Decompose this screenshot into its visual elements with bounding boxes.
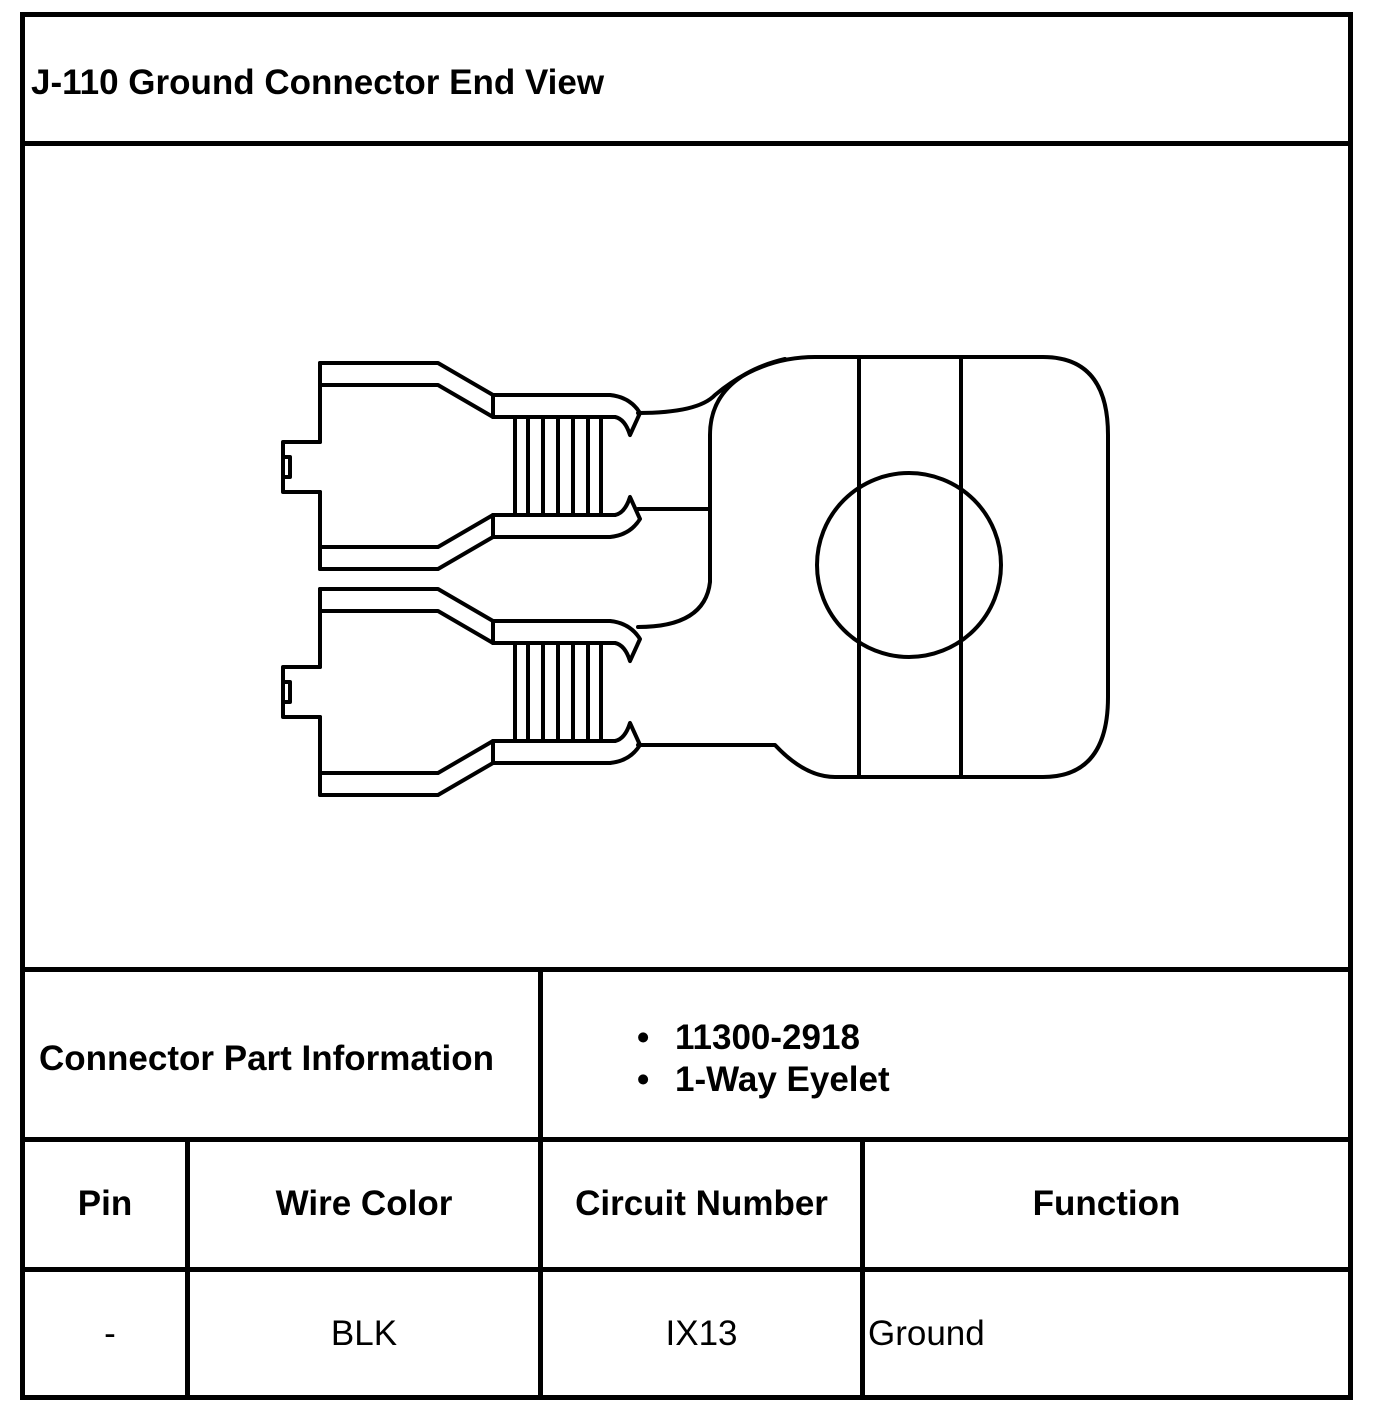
part-number-value: 11300-2918 [675,1018,860,1057]
connector-end-view-drawing [281,355,1110,797]
upper-crimp-barrel [281,361,642,571]
column-divider-pin [185,1137,190,1395]
connector-part-info-label: Connector Part Information [39,1039,495,1078]
header-circuit-number: Circuit Number [575,1184,828,1223]
part-number-item: • 11300-2918 [637,1017,890,1059]
connector-sheet: J-110 Ground Connector End View [20,12,1353,1400]
eyelet-inner-wall [636,357,787,511]
connector-type-item: • 1-Way Eyelet [637,1059,890,1101]
header-function: Function [1032,1184,1181,1223]
cell-function: Ground [868,1313,985,1353]
column-divider-circuit [860,1137,865,1395]
divider-table-header [25,1267,1348,1272]
cell-pin: - [104,1313,116,1353]
column-divider-mid [538,967,543,1395]
page-title: J-110 Ground Connector End View [31,63,605,102]
connector-type-value: 1-Way Eyelet [675,1060,890,1099]
connector-part-info-list: • 11300-2918 • 1-Way Eyelet [637,1017,890,1101]
stud-hole-icon [815,471,1003,659]
cell-wire-color: BLK [330,1313,398,1353]
lower-crimp-barrel [281,587,642,797]
bullet-dot-icon: • [637,1018,650,1057]
bullet-dot-icon: • [637,1060,650,1099]
divider-part-info [25,1137,1348,1142]
eyelet-inner-curve [636,507,712,629]
eyelet-body [636,355,1110,779]
divider-diagram [25,967,1348,972]
header-wire-color: Wire Color [275,1184,453,1223]
divider-title [25,141,1348,146]
header-pin: Pin [77,1184,133,1223]
cell-circuit-number: IX13 [665,1313,738,1353]
